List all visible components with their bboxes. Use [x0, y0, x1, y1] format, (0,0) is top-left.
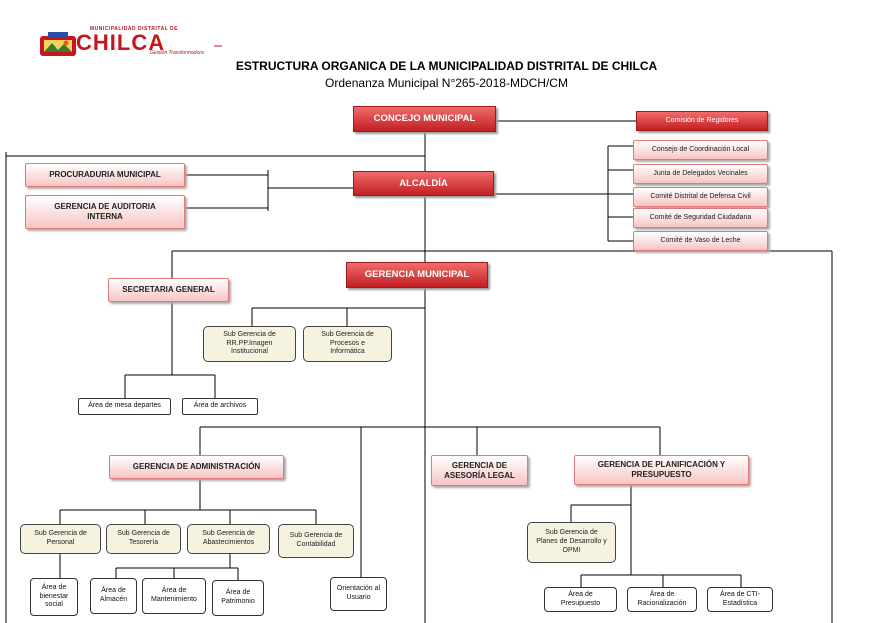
municipal-logo: [38, 28, 208, 62]
gerencia-municipal-box: GERENCIA MUNICIPAL: [346, 262, 488, 288]
sg-planes-box: Sub Gerencia de Planes de Desarrollo y O…: [527, 522, 616, 563]
sg-personal-box: Sub Gerencia de Personal: [20, 524, 101, 554]
logo-main-text: CHILCA: [76, 30, 166, 55]
logo-tagline: Gestión Transformadora: [150, 50, 204, 56]
page-subtitle: Ordenanza Municipal N°265-2018-MDCH/CM: [325, 76, 568, 90]
almacen-box: Área de Almacén: [90, 578, 137, 614]
planificacion-box: GERENCIA DE PLANIFICACIÓN Y PRESUPUESTO: [574, 455, 749, 485]
sg-contabilidad-box: Sub Gerencia de Contabilidad: [278, 524, 354, 558]
consejo-coordinacion-box: Consejo de Coordinación Local: [633, 140, 768, 160]
sg-procesos-box: Sub Gerencia de Procesos e Informática: [303, 326, 392, 362]
sg-tesoreria-box: Sub Gerencia de Tesorería: [106, 524, 181, 554]
archivos-box: Área de archivos: [182, 398, 258, 415]
orientacion-usuario-box: Orientación al Usuario: [330, 577, 387, 611]
administracion-box: GERENCIA DE ADMINISTRACIÓN: [109, 455, 284, 479]
alcaldia-box: ALCALDÍA: [353, 171, 494, 196]
page-title: ESTRUCTURA ORGANICA DE LA MUNICIPALIDAD …: [235, 59, 658, 73]
auditoria-box: GERENCIA DE AUDITORIA INTERNA: [25, 195, 185, 229]
junta-delegados-box: Junta de Delegados Vecinales: [633, 164, 768, 184]
comite-defensa-civil-box: Comité Distrital de Defensa Civil: [633, 187, 768, 207]
sg-abastecimientos-box: Sub Gerencia de Abastecimientos: [187, 524, 270, 554]
comite-vaso-leche-box: Comité de Vaso de Leche: [633, 231, 768, 251]
crest-icon: [40, 32, 76, 56]
asesoria-legal-box: GERENCIA DE ASESORÍA LEGAL: [431, 455, 528, 486]
sg-imagen-box: Sub Gerencia de RR.PP.Imagen Institucion…: [203, 326, 296, 362]
mesa-partes-box: Área de mesa departes: [78, 398, 171, 415]
procuraduria-box: PROCURADURIA MUNICIPAL: [25, 163, 185, 187]
presupuesto-box: Área de Presupuesto: [544, 587, 617, 612]
comision-regidores-box: Comisión de Regidores: [636, 111, 768, 131]
bienestar-social-box: Área de bienestar social: [30, 578, 78, 616]
concejo-municipal-box: CONCEJO MUNICIPAL: [353, 106, 496, 132]
racionalizacion-box: Área de Racionalización: [627, 587, 697, 612]
cti-estadistica-box: Área de CTI-Estadística: [707, 587, 773, 612]
comite-seguridad-box: Comité de Seguridad Ciudadana: [633, 208, 768, 228]
logo-top-text: MUNICIPALIDAD DISTRITAL DE: [90, 26, 178, 32]
secretaria-general-box: SECRETARIA GENERAL: [108, 278, 229, 302]
mantenimiento-box: Área de Mantenimiento: [142, 578, 206, 614]
patrimonio-box: Área de Patrimonio: [212, 580, 264, 616]
